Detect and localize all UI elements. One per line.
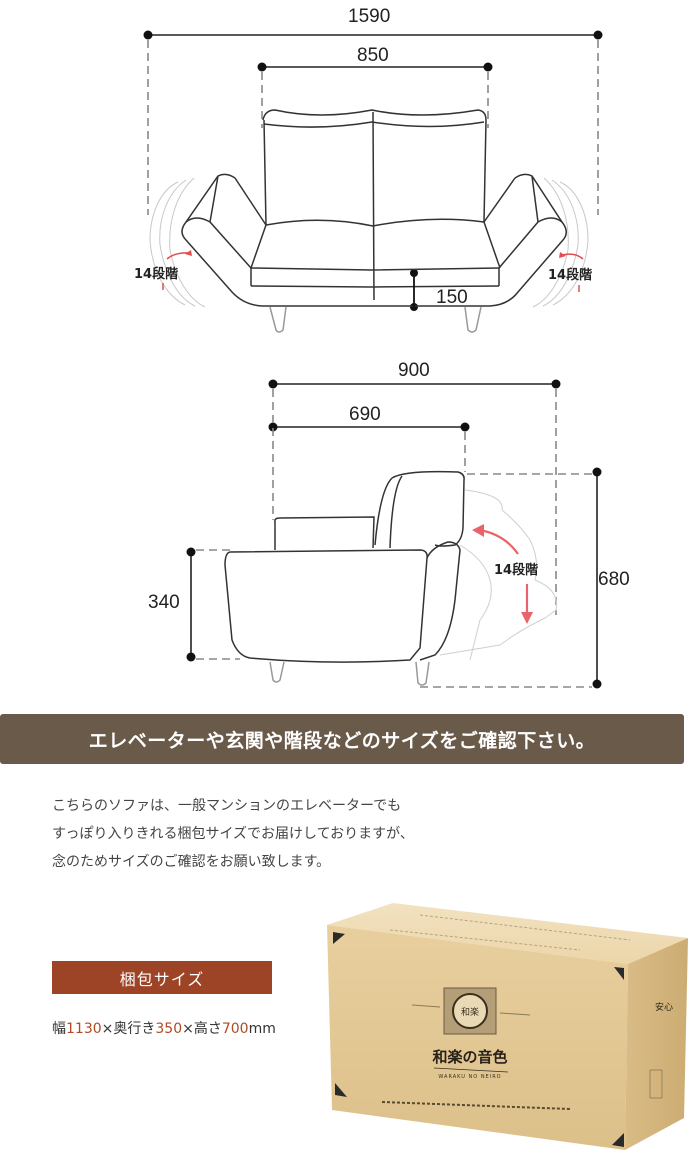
- depth-prefix: ×奥行き: [101, 1021, 156, 1037]
- package-dimensions: 幅1130×奥行き350×高さ700mm: [52, 1018, 276, 1038]
- description-line: すっぽり入りきれる梱包サイズでお届けしておりますが、: [52, 826, 414, 842]
- description-paragraph: こちらのソファは、一般マンションのエレベーターでも すっぽり入りきれる梱包サイズ…: [52, 792, 512, 876]
- dim-seat-gap: 150: [436, 287, 468, 308]
- package-size-label: 梱包サイズ: [52, 961, 272, 994]
- dim-seat-width: 850: [357, 45, 389, 66]
- sofa-front-view-diagram: [143, 30, 603, 689]
- svg-text:WARAKU NO NEIRO: WARAKU NO NEIRO: [438, 1074, 501, 1080]
- dim-seat-height: 340: [148, 592, 180, 613]
- package-width: 1130: [66, 1021, 102, 1037]
- dim-seat-depth: 690: [349, 404, 381, 425]
- svg-text:安心: 安心: [655, 1001, 673, 1013]
- dim-total-depth: 900: [398, 360, 430, 381]
- size-check-banner: エレベーターや玄関や階段などのサイズをご確認下さい。: [0, 714, 684, 764]
- package-depth: 350: [155, 1021, 183, 1037]
- description-line: こちらのソファは、一般マンションのエレベーターでも: [52, 798, 402, 814]
- package-height: 700: [221, 1021, 249, 1037]
- width-prefix: 幅: [52, 1021, 66, 1037]
- description-line: 念のためサイズのご確認をお願い致します。: [52, 854, 331, 870]
- armrest-right-steps-label: 14段階: [548, 268, 593, 283]
- dim-total-width: 1590: [348, 6, 391, 27]
- height-prefix: ×高さ: [182, 1021, 222, 1037]
- backrest-steps-label: 14段階: [494, 563, 539, 578]
- svg-text:和楽: 和楽: [461, 1006, 479, 1018]
- armrest-left-steps-label: 14段階: [134, 267, 179, 282]
- unit: mm: [248, 1021, 276, 1037]
- svg-text:和楽の音色: 和楽の音色: [432, 1048, 507, 1066]
- dim-total-height: 680: [598, 569, 630, 590]
